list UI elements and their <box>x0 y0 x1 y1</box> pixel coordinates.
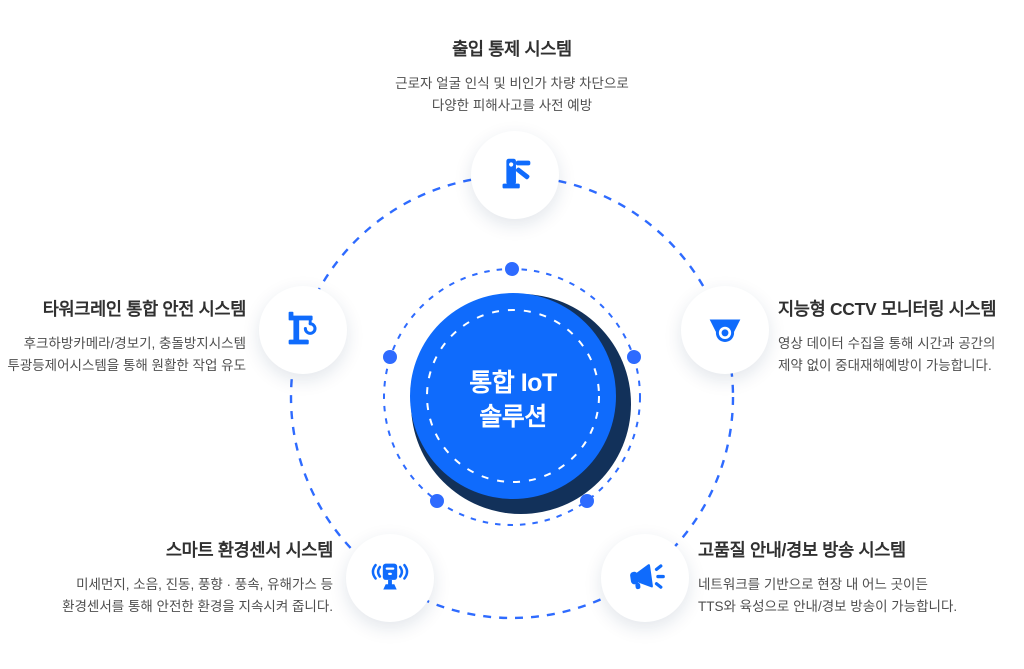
access-control-desc-line1: 근로자 얼굴 인식 및 비인가 차량 차단으로 <box>395 76 629 91</box>
node-tower-crane <box>259 286 347 374</box>
env-sensor-desc: 미세먼지, 소음, 진동, 풍향 · 풍속, 유해가스 등 환경센서를 통해 안… <box>62 574 333 618</box>
cctv-text: 지능형 CCTV 모니터링 시스템 영상 데이터 수집을 통해 시간과 공간의 … <box>778 296 996 377</box>
env-sensor-text: 스마트 환경센서 시스템 미세먼지, 소음, 진동, 풍향 · 풍속, 유해가스… <box>62 537 333 618</box>
broadcast-text: 고품질 안내/경보 방송 시스템 네트워크를 기반으로 현장 내 어느 곳이든 … <box>698 537 957 618</box>
cctv-title: 지능형 CCTV 모니터링 시스템 <box>778 299 997 319</box>
broadcast-title: 고품질 안내/경보 방송 시스템 <box>698 540 906 560</box>
node-env-sensor <box>346 534 434 622</box>
cctv-camera-icon <box>709 319 741 342</box>
megaphone-icon <box>630 564 665 590</box>
orbit-dots <box>383 262 641 508</box>
env-sensor-title: 스마트 환경센서 시스템 <box>165 540 333 560</box>
cctv-desc-line2: 제약 없이 중대재해예방이 가능합니다. <box>778 358 992 373</box>
tower-crane-desc-line1: 후크하방카메라/경보기, 충돌방지시스템 <box>23 336 246 351</box>
cctv-desc: 영상 데이터 수집을 통해 시간과 공간의 제약 없이 중대재해예방이 가능합니… <box>778 333 996 377</box>
tower-crane-desc: 후크하방카메라/경보기, 충돌방지시스템 투광등제어시스템을 통해 원활한 작업… <box>7 333 246 377</box>
center-title-line1: 통합 IoT <box>469 369 557 397</box>
environment-sensor-icon <box>371 563 409 590</box>
access-control-desc: 근로자 얼굴 인식 및 비인가 차량 차단으로 다양한 피해사고를 사전 예방 <box>0 73 1024 117</box>
node-broadcast <box>601 534 689 622</box>
access-control-text: 출입 통제 시스템 근로자 얼굴 인식 및 비인가 차량 차단으로 다양한 피해… <box>0 36 1024 117</box>
center-title: 통합 IoT 솔루션 <box>413 366 613 434</box>
tower-crane-text: 타워크레인 통합 안전 시스템 후크하방카메라/경보기, 충돌방지시스템 투광등… <box>7 296 246 377</box>
env-sensor-desc-line2: 환경센서를 통해 안전한 환경을 지속시켜 줍니다. <box>62 599 333 614</box>
access-control-title: 출입 통제 시스템 <box>452 39 572 59</box>
node-cctv <box>681 286 769 374</box>
broadcast-desc-line1: 네트워크를 기반으로 현장 내 어느 곳이든 <box>698 577 928 592</box>
broadcast-desc: 네트워크를 기반으로 현장 내 어느 곳이든 TTS와 육성으로 안내/경보 방… <box>698 574 957 618</box>
center-title-line2: 솔루션 <box>479 403 547 431</box>
tower-crane-title: 타워크레인 통합 안전 시스템 <box>42 299 247 319</box>
access-control-desc-line2: 다양한 피해사고를 사전 예방 <box>431 98 593 113</box>
tower-crane-desc-line2: 투광등제어시스템을 통해 원활한 작업 유도 <box>7 358 246 373</box>
gate-barrier-icon <box>502 158 531 189</box>
tower-crane-icon <box>288 311 317 345</box>
center-dashed-ring <box>426 309 600 483</box>
node-access-control <box>471 131 559 219</box>
env-sensor-desc-line1: 미세먼지, 소음, 진동, 풍향 · 풍속, 유해가스 등 <box>76 577 333 592</box>
broadcast-desc-line2: TTS와 육성으로 안내/경보 방송이 가능합니다. <box>698 599 958 614</box>
center-circle <box>410 293 616 499</box>
cctv-desc-line1: 영상 데이터 수집을 통해 시간과 공간의 <box>778 336 996 351</box>
